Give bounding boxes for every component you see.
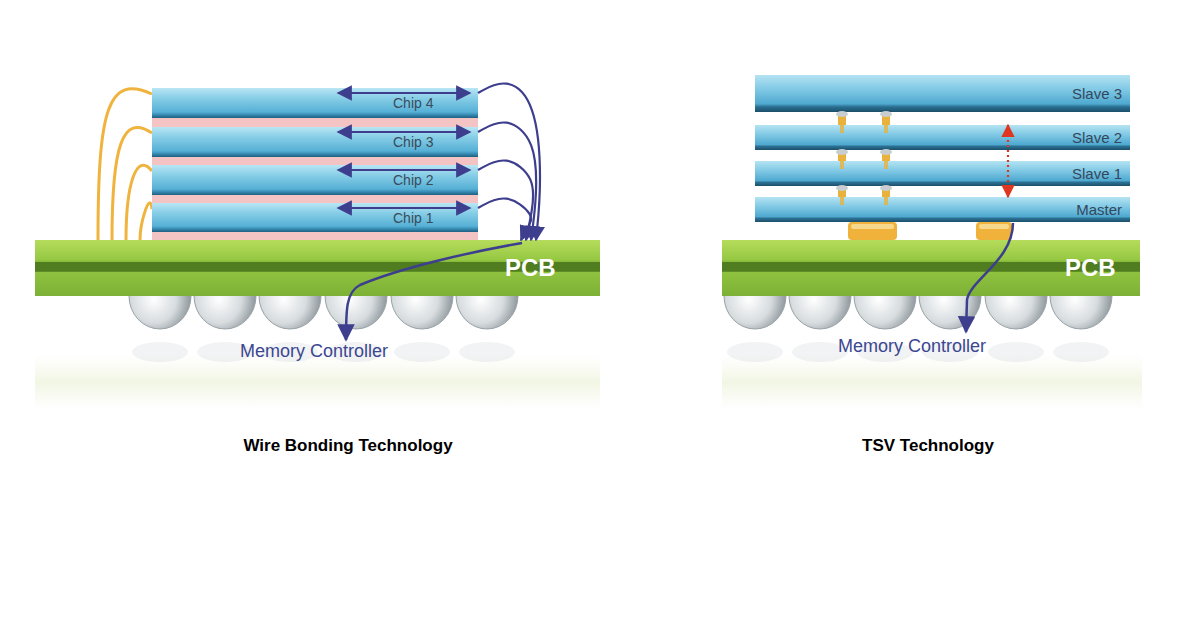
memory-die: Slave 3 xyxy=(755,75,1130,112)
node-label: PCB xyxy=(505,254,556,282)
controller-label: Memory Controller xyxy=(240,341,388,362)
die-attach-spacers xyxy=(152,118,478,240)
controller-label: Memory Controller xyxy=(838,336,986,357)
pcb-board: PCB xyxy=(722,240,1140,296)
node-label: Slave 3 xyxy=(1072,85,1122,102)
connector xyxy=(478,160,533,240)
node-label: Chip 4 xyxy=(393,95,433,111)
node-label: Chip 3 xyxy=(393,134,433,150)
node-label: PCB xyxy=(1065,254,1116,282)
caption: TSV Technology xyxy=(862,436,994,456)
bond-wires xyxy=(98,89,152,240)
node-label: Chip 1 xyxy=(393,210,433,226)
floor-reflection xyxy=(722,355,1142,410)
master-die: Master xyxy=(755,197,1130,222)
connector xyxy=(1007,125,1009,197)
caption: Wire Bonding Technology xyxy=(243,436,452,456)
connector xyxy=(478,198,531,240)
floor-reflection xyxy=(35,355,600,410)
pcb-board: PCB xyxy=(35,240,600,296)
bus-arrows xyxy=(338,93,470,208)
connector xyxy=(478,83,540,240)
connector xyxy=(478,122,536,240)
controller-line xyxy=(346,243,522,340)
node-label: Master xyxy=(1076,201,1122,218)
tsv-vias xyxy=(836,111,1012,240)
node-label: Slave 2 xyxy=(1072,129,1122,146)
controller-line xyxy=(966,223,1013,332)
memory-die: Slave 2 xyxy=(755,125,1130,150)
memory-die: Slave 1 xyxy=(755,161,1130,186)
node-label: Chip 2 xyxy=(393,172,433,188)
node-label: Slave 1 xyxy=(1072,165,1122,182)
